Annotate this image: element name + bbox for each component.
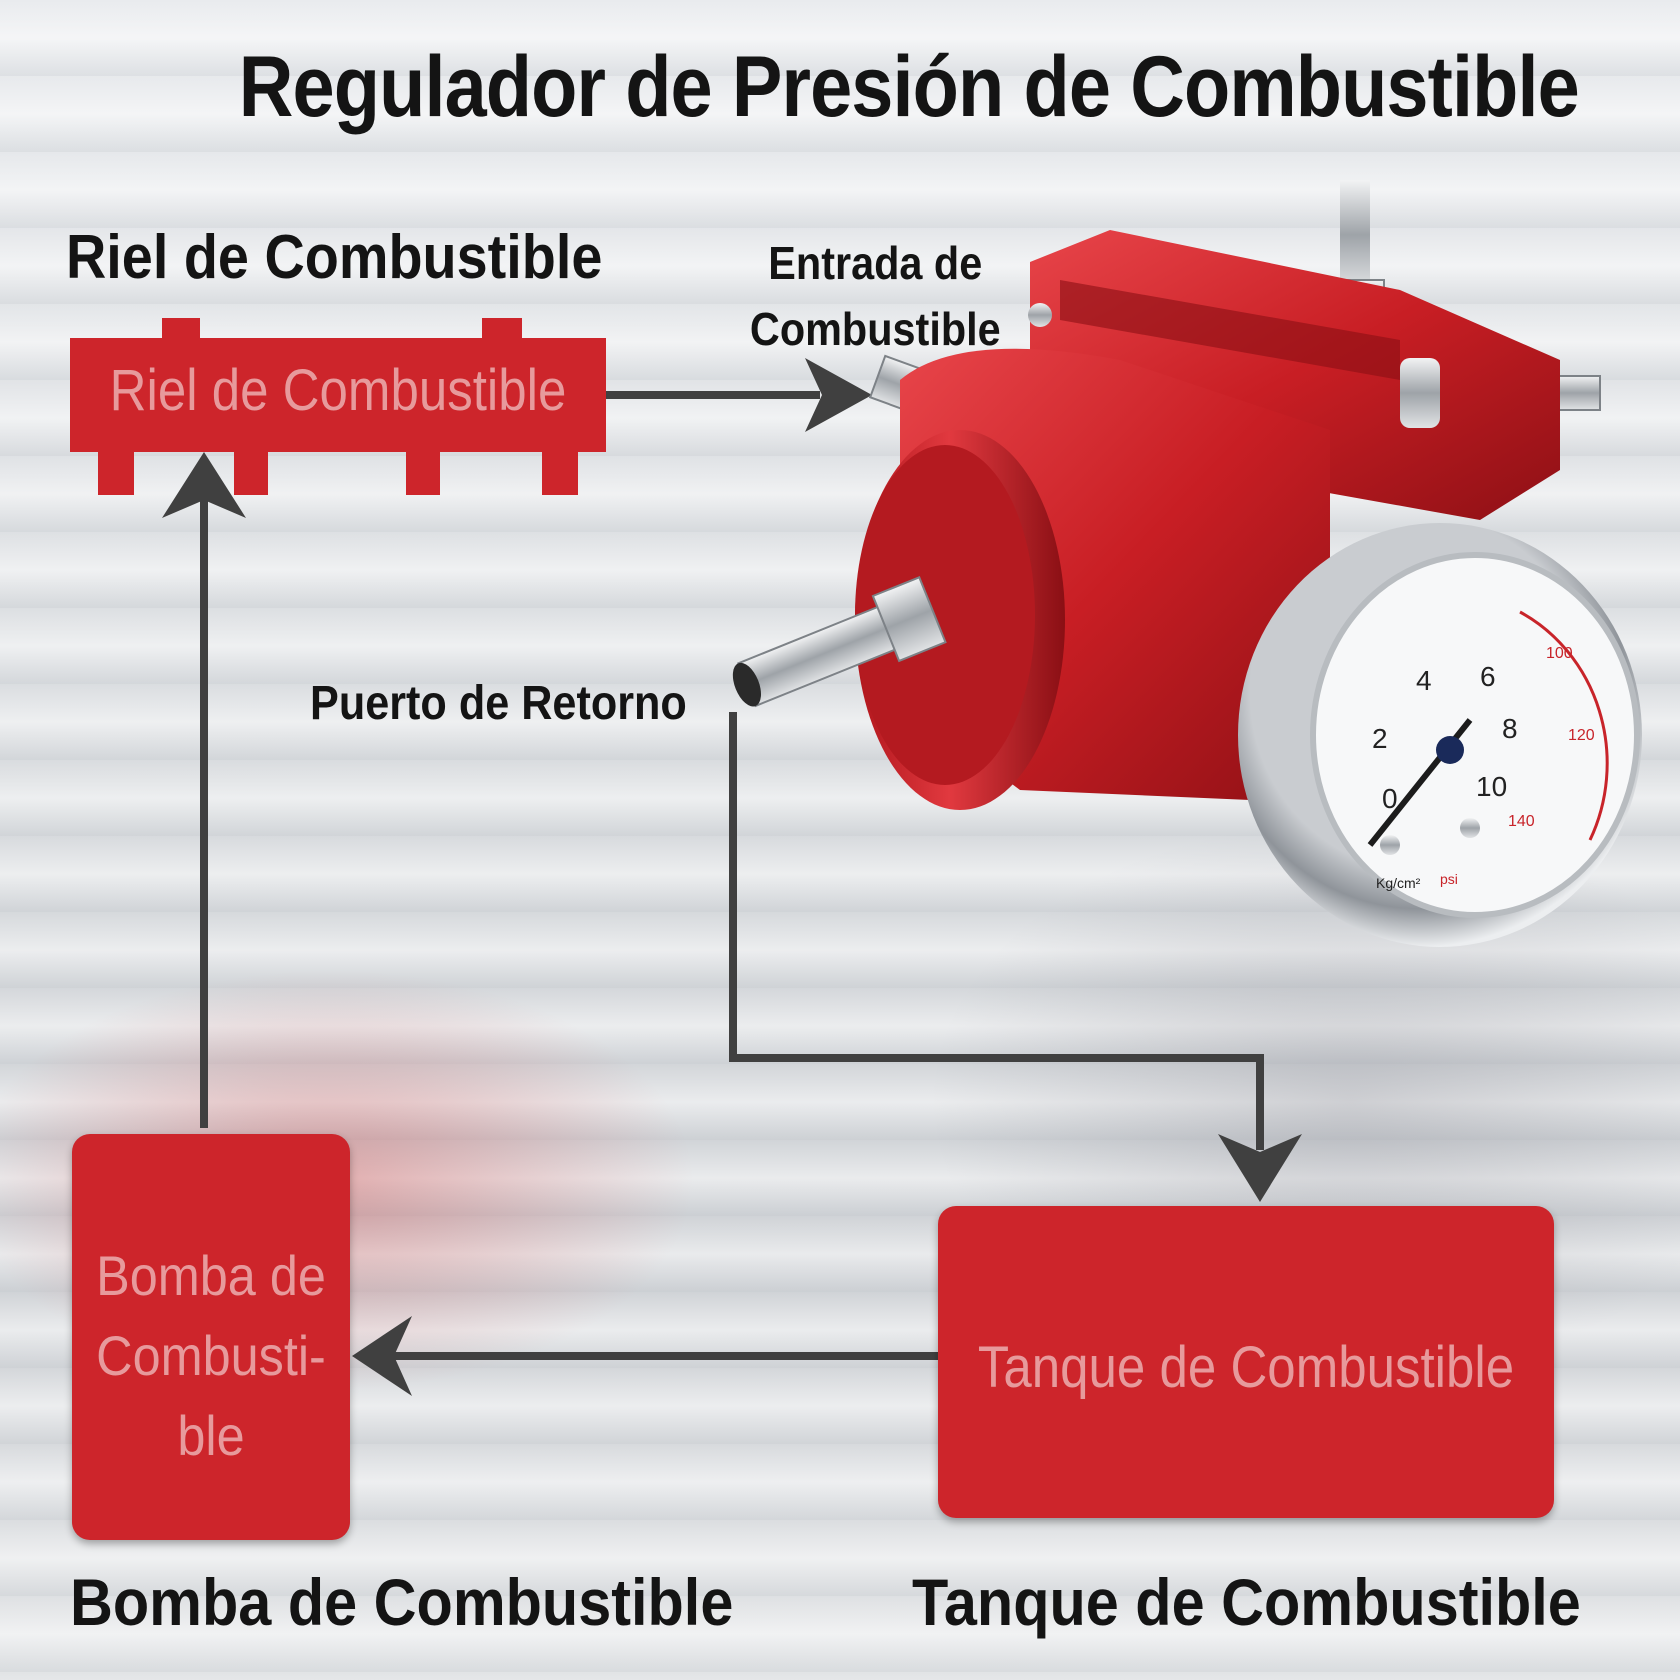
gauge-unit-psi: psi <box>1440 871 1458 887</box>
fuel-pump-text-line2: Combusti- <box>96 1324 326 1387</box>
label-fuel-tank: Tanque de Combustible <box>912 1565 1581 1639</box>
gauge-tick-10: 10 <box>1476 771 1507 802</box>
label-fuel-rail: Riel de Combustible <box>66 223 603 292</box>
fuel-rail-shape <box>70 318 606 495</box>
fuel-pump-box <box>72 1134 350 1540</box>
label-return-port: Puerto de Retorno <box>310 677 687 730</box>
gauge-psi-120: 120 <box>1568 727 1595 744</box>
gauge-tick-6: 6 <box>1480 661 1496 692</box>
fuel-rail-box-text: Riel de Combustible <box>109 358 567 423</box>
fuel-pump-text-line1: Bomba de <box>96 1244 326 1307</box>
regulator-illustration: 0 2 4 6 8 10 100 120 140 Kg/cm² psi <box>732 180 1642 947</box>
fuel-tank-box-text: Tanque de Combustible <box>977 1335 1515 1400</box>
arrow-rail-to-inlet <box>606 358 872 432</box>
arrow-pump-to-rail <box>162 452 246 1128</box>
gauge-unit-kg: Kg/cm² <box>1376 875 1421 891</box>
label-fuel-inlet-line2: Combustible <box>749 303 1001 355</box>
arrow-return-to-tank <box>729 712 1302 1202</box>
fuel-tank-box <box>938 1206 1554 1518</box>
gauge-tick-2: 2 <box>1372 723 1388 754</box>
arrow-tank-to-pump <box>352 1316 938 1396</box>
gauge-tick-4: 4 <box>1416 665 1432 696</box>
gauge-psi-140: 140 <box>1508 813 1535 830</box>
gauge-tick-0: 0 <box>1382 783 1398 814</box>
gauge-psi-100: 100 <box>1546 645 1573 662</box>
label-fuel-pump: Bomba de Combustible <box>70 1565 734 1639</box>
fuel-pump-box-text: Bomba de Combusti- ble <box>86 1236 336 1476</box>
gauge-tick-8: 8 <box>1502 713 1518 744</box>
label-fuel-inlet: Entrada de Combustible <box>750 230 1001 362</box>
label-fuel-inlet-line1: Entrada de <box>768 237 983 289</box>
page-title: Regulador de Presión de Combustible <box>238 39 1580 135</box>
fuel-pump-text-line3: ble <box>177 1404 245 1467</box>
